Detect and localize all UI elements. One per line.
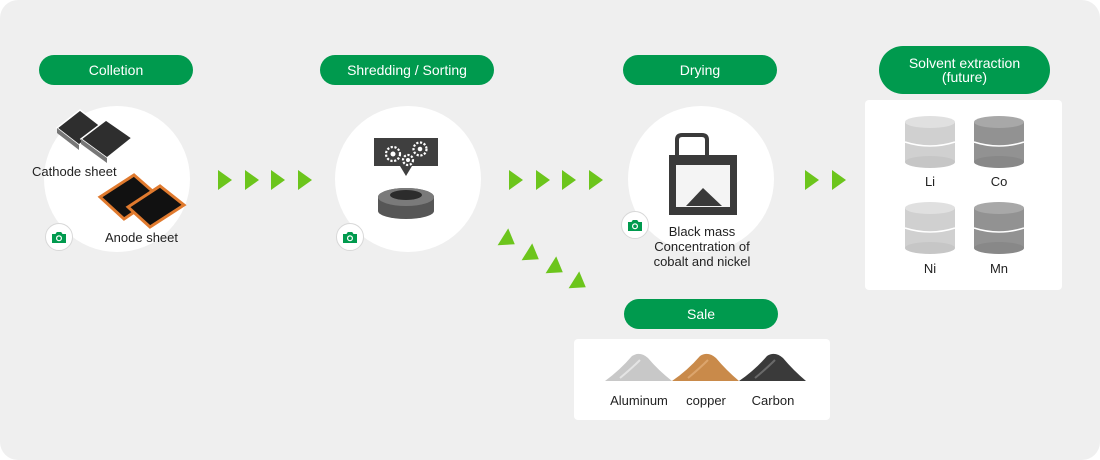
copper-pile-icon: [672, 353, 739, 381]
metal-label-co: Co: [990, 174, 1008, 189]
drum-li-icon: [904, 116, 956, 168]
sale-label-carbon: Carbon: [751, 393, 795, 408]
triangle-right-icon: [805, 170, 819, 190]
concentration-label: Concentration of: [654, 239, 750, 254]
triangle-right-icon: [568, 271, 586, 289]
camera-glyph: [628, 220, 642, 231]
step-solvent-extraction-label: Solvent extraction (future): [879, 46, 1050, 94]
camera-icon[interactable]: [621, 211, 649, 239]
drying-oven-icon: [669, 133, 737, 215]
triangle-right-icon: [271, 170, 285, 190]
triangle-right-icon: [589, 170, 603, 190]
drum-co-icon: [973, 116, 1025, 168]
metal-label-li: Li: [924, 174, 936, 189]
step-drying-label: Drying: [623, 55, 777, 85]
cathode-sheet-label: Cathode sheet: [32, 164, 117, 179]
triangle-right-icon: [497, 228, 515, 246]
anode-sheet-label: Anode sheet: [105, 230, 179, 245]
cobalt-nickel-label: cobalt and nickel: [653, 254, 751, 269]
triangle-right-icon: [545, 256, 563, 274]
drum-ni-icon: [904, 202, 956, 254]
anode-sheet-icon: [97, 173, 187, 229]
step-sale-label: Sale: [624, 299, 778, 329]
solvent-extraction-box: [865, 100, 1062, 290]
carbon-pile-icon: [739, 353, 806, 381]
triangle-right-icon: [521, 243, 539, 261]
camera-glyph: [343, 232, 357, 243]
sale-label-aluminum: Aluminum: [610, 393, 668, 408]
step-collection-label: Colletion: [39, 55, 193, 85]
sale-label-copper: copper: [686, 393, 726, 408]
aluminum-pile-icon: [605, 353, 672, 381]
gears-icon: [374, 138, 438, 219]
drum-mn-icon: [973, 202, 1025, 254]
triangle-right-icon: [536, 170, 550, 190]
triangle-right-icon: [218, 170, 232, 190]
triangle-right-icon: [509, 170, 523, 190]
triangle-right-icon: [298, 170, 312, 190]
camera-glyph: [52, 232, 66, 243]
camera-icon[interactable]: [45, 223, 73, 251]
step-shredding-label: Shredding / Sorting: [320, 55, 494, 85]
triangle-right-icon: [245, 170, 259, 190]
black-mass-label: Black mass: [668, 224, 736, 239]
cathode-sheet-icon: [55, 109, 134, 163]
camera-icon[interactable]: [336, 223, 364, 251]
metal-label-ni: Ni: [923, 261, 937, 276]
triangle-right-icon: [562, 170, 576, 190]
metal-label-mn: Mn: [989, 261, 1009, 276]
triangle-right-icon: [832, 170, 846, 190]
